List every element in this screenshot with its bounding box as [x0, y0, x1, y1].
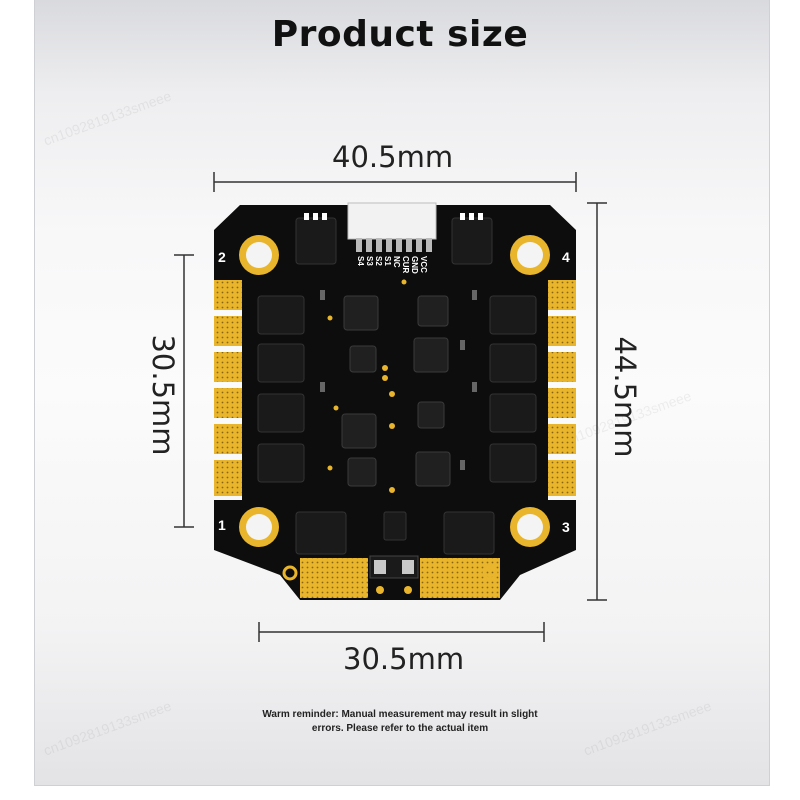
- warm-reminder-note: Warm reminder: Manual measurement may re…: [200, 708, 600, 736]
- bottom-width-label: 30.5mm: [343, 642, 465, 676]
- connector-labels: S4 S3 S2 S1 NC CUR GND VCC: [356, 256, 428, 274]
- mosfets-left: [257, 295, 305, 483]
- signal-connector: [347, 202, 437, 240]
- pin-label: VCC: [419, 256, 428, 273]
- pin-label: GND: [410, 256, 419, 274]
- note-line-2: errors. Please refer to the actual item: [311, 723, 489, 734]
- corner-number: 1: [218, 517, 226, 533]
- pin-label: S2: [374, 256, 383, 266]
- corner-number: 3: [562, 519, 570, 535]
- corner-number: 2: [218, 249, 226, 265]
- pin-label: S4: [356, 256, 365, 266]
- left-pads: [214, 280, 242, 496]
- power-pads: [282, 558, 500, 598]
- pin-label: NC: [392, 256, 401, 268]
- pin-label: S1: [383, 256, 392, 266]
- page-title: Product size: [271, 14, 529, 55]
- mosfets-right: [489, 295, 537, 483]
- driver-ics: [341, 295, 451, 487]
- note-line-1: Warm reminder: Manual measurement may re…: [262, 709, 538, 720]
- corner-number: 4: [562, 249, 570, 265]
- top-width-label: 40.5mm: [332, 140, 454, 174]
- mounting-holes: [239, 235, 550, 547]
- pin-label: CUR: [401, 256, 410, 274]
- pin-label: S3: [365, 256, 374, 266]
- right-pads: [548, 280, 576, 496]
